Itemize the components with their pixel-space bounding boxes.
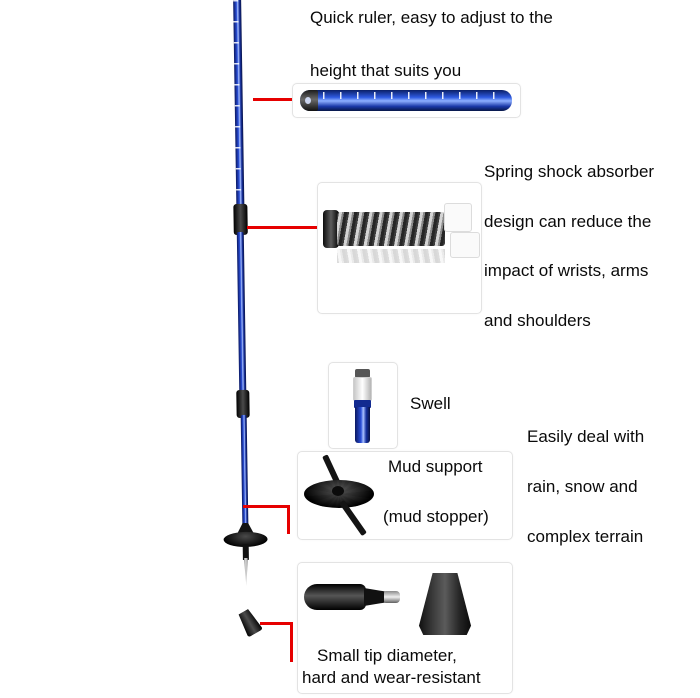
spring-text-line3: impact of wrists, arms (484, 261, 649, 280)
callout-box-swell (328, 362, 398, 449)
swell-joint (353, 377, 372, 401)
ruler-scale-marks (323, 92, 505, 99)
spring-text-line1: Spring shock absorber (484, 162, 655, 181)
mud-text-line2: (mud stopper) (383, 507, 489, 526)
pole-lock-collar-upper (233, 203, 248, 236)
tip-metal-point (384, 591, 400, 603)
tip-text-line1: Small tip diameter, (317, 646, 457, 665)
callout-box-spring (317, 182, 482, 314)
callout-line-ruler (253, 98, 293, 101)
callout-box-mud (297, 451, 513, 540)
spring-reflection (337, 249, 445, 263)
ruler-text-line2: height that suits you (310, 61, 462, 80)
spring-end-ring (323, 210, 339, 248)
callout-line-spring (247, 226, 317, 229)
pole-metal-tip (244, 558, 248, 586)
tip-rubber-sleeve (304, 584, 366, 610)
pole-tip-shaft (242, 543, 249, 560)
callout-box-tip (297, 562, 513, 694)
spring-mount-block-top (444, 203, 472, 232)
terrain-text-line3: complex terrain (527, 527, 644, 546)
ruler-text-line1: Quick ruler, easy to adjust to the (310, 8, 553, 27)
terrain-text-line1: Easily deal with (527, 427, 645, 446)
terrain-text-line2: rain, snow and (527, 477, 638, 496)
swell-top-cap (355, 369, 370, 378)
callout-line-tip-h (260, 622, 293, 625)
callout-line-mud-h (243, 505, 290, 508)
spring-text-line2: design can reduce the (484, 212, 652, 231)
mud-basket-hub (332, 486, 344, 496)
spring-coil (337, 212, 445, 246)
swell-band (354, 400, 371, 408)
callout-line-mud-v (287, 505, 290, 534)
tip-rubber-foot (418, 573, 472, 635)
pole-lock-collar-lower (236, 389, 250, 419)
tip-text-line2: hard and wear-resistant (302, 668, 481, 687)
pole-middle-section (236, 231, 247, 395)
callout-line-tip-v (290, 622, 293, 662)
swell-pole-section (355, 407, 370, 443)
spring-mount-block-bottom (450, 232, 480, 258)
tip-taper (364, 588, 386, 606)
swell-label: Swell (410, 394, 451, 413)
pole-lower-section (240, 414, 249, 535)
ruler-cap-button-icon (305, 97, 311, 104)
spring-text-line4: and shoulders (484, 311, 591, 330)
callout-box-ruler (292, 83, 521, 118)
mud-text-line1: Mud support (388, 457, 483, 476)
trekking-pole (223, 0, 268, 632)
